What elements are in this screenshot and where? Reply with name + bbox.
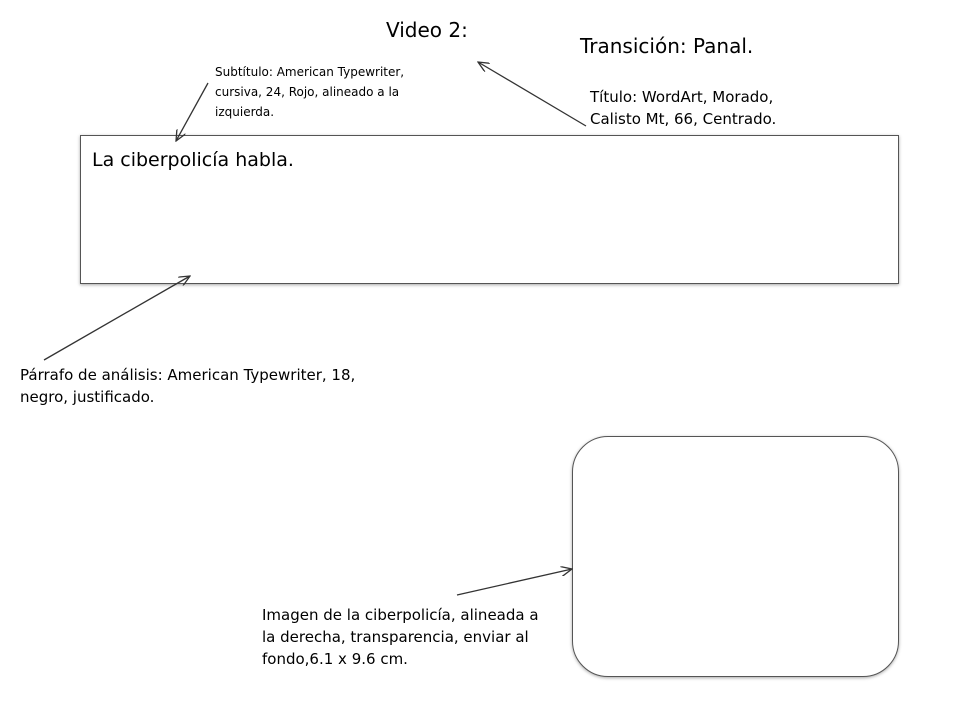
video-title: Video 2: bbox=[386, 18, 468, 42]
title-arrow bbox=[478, 62, 587, 127]
image-annotation: Imagen de la ciberpolicía, alineada a la… bbox=[262, 606, 539, 668]
subtitle-arrow bbox=[176, 82, 209, 141]
paragraph-arrow bbox=[43, 276, 190, 361]
image-placeholder[interactable] bbox=[572, 436, 899, 677]
subtitle-annotation: Subtítulo: American Typewriter, cursiva,… bbox=[215, 65, 405, 119]
paragraph-annotation: Párrafo de análisis: American Typewriter… bbox=[20, 366, 356, 406]
title-annotation: Título: WordArt, Morado, Calisto Mt, 66,… bbox=[590, 88, 777, 128]
subtitle-text-box[interactable]: La ciberpolicía habla. bbox=[80, 135, 899, 284]
image-arrow bbox=[456, 569, 572, 596]
transition-label: Transición: Panal. bbox=[580, 34, 754, 58]
subtitle-text: La ciberpolicía habla. bbox=[92, 149, 294, 171]
